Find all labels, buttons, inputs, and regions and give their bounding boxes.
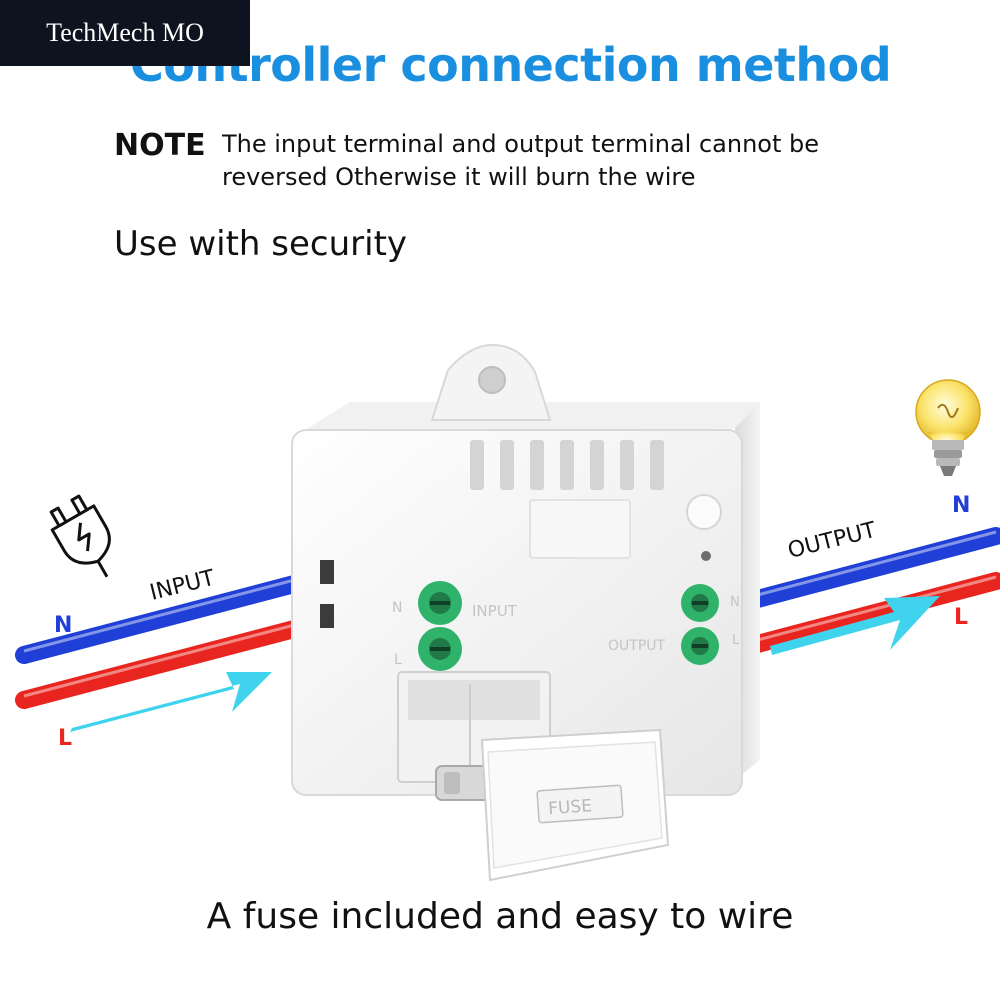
caption: A fuse included and easy to wire: [206, 896, 794, 937]
device-terminal-l-right: L: [732, 633, 740, 648]
vent-slots: [470, 440, 664, 490]
device-terminal-n-right: N: [730, 595, 740, 610]
light-bulb-icon: [915, 379, 981, 476]
subtitle: Use with security: [114, 224, 408, 264]
output-neutral-wire: [726, 527, 1000, 614]
device-terminal-l-left: L: [394, 652, 402, 668]
output-flow-arrow: [770, 596, 940, 655]
device-output-marking: OUTPUT: [608, 638, 666, 654]
note-text: The input terminal and output terminal c…: [222, 130, 820, 191]
status-led: [701, 551, 711, 561]
output-wires: [726, 527, 1000, 659]
input-wires: [15, 563, 349, 732]
page-title: Controller connection method: [130, 38, 892, 92]
output-label: OUTPUT: [785, 518, 879, 564]
note-label: NOTE: [114, 128, 206, 163]
output-live-label: L: [954, 605, 968, 630]
input-neutral-wire: [15, 563, 349, 664]
output-terminal-block: [681, 584, 719, 665]
input-live-label: L: [58, 726, 72, 751]
watermark: TechMech MO: [0, 0, 250, 66]
device-input-marking: INPUT: [472, 602, 518, 620]
pairing-button: [686, 494, 722, 530]
fuse-marking: FUSE: [548, 796, 593, 819]
input-neutral-label: N: [54, 613, 72, 638]
controller-device: N L INPUT OUTPUT N L: [291, 343, 760, 796]
input-flow-arrow: [70, 672, 272, 732]
device-terminal-n-left: N: [392, 600, 402, 616]
plug-icon: [49, 494, 111, 578]
output-live-wire: [726, 572, 1000, 659]
input-live-wire: [15, 608, 349, 709]
fuse-holder: FUSE: [435, 728, 670, 882]
input-terminal-block: [418, 581, 462, 671]
output-neutral-label: N: [952, 493, 970, 518]
